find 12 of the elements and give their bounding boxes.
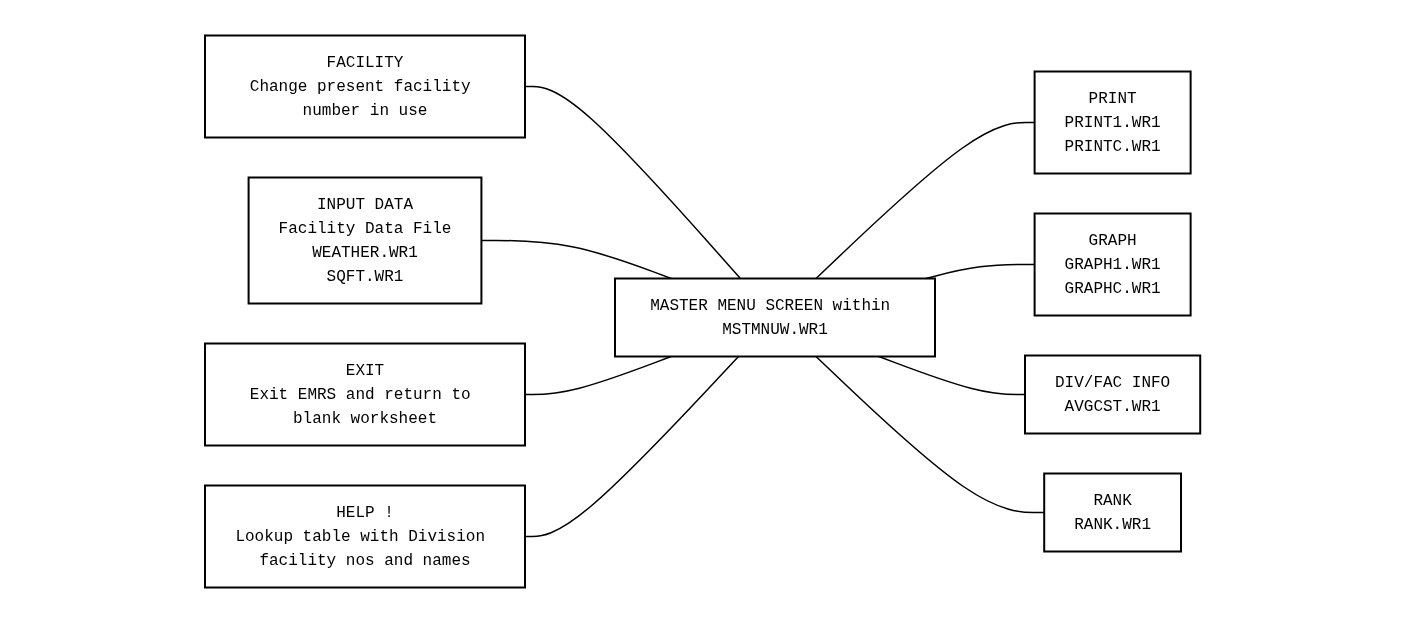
connector — [524, 355, 740, 538]
node-box: EXIT Exit EMRS and return to blank worksheet — [203, 342, 526, 447]
connector — [524, 85, 742, 280]
node-box: MASTER MENU SCREEN within MSTMNUW.WR1 — [613, 277, 936, 358]
node-box: INPUT DATA Facility Data File WEATHER.WR1 SQFT.WR1 — [247, 176, 483, 305]
connector — [815, 355, 1045, 514]
node-box: RANK RANK.WR1 — [1043, 472, 1182, 553]
node-box: FACILITY Change present facility number in use — [203, 34, 526, 139]
node-box: PRINT PRINT1.WR1 PRINTC.WR1 — [1033, 70, 1192, 175]
node-box: HELP ! Lookup table with Division facility nos and names — [203, 484, 526, 589]
node-box: GRAPH GRAPH1.WR1 GRAPHC.WR1 — [1033, 212, 1192, 317]
node-box: DIV/FAC INFO AVGCST.WR1 — [1023, 354, 1202, 435]
